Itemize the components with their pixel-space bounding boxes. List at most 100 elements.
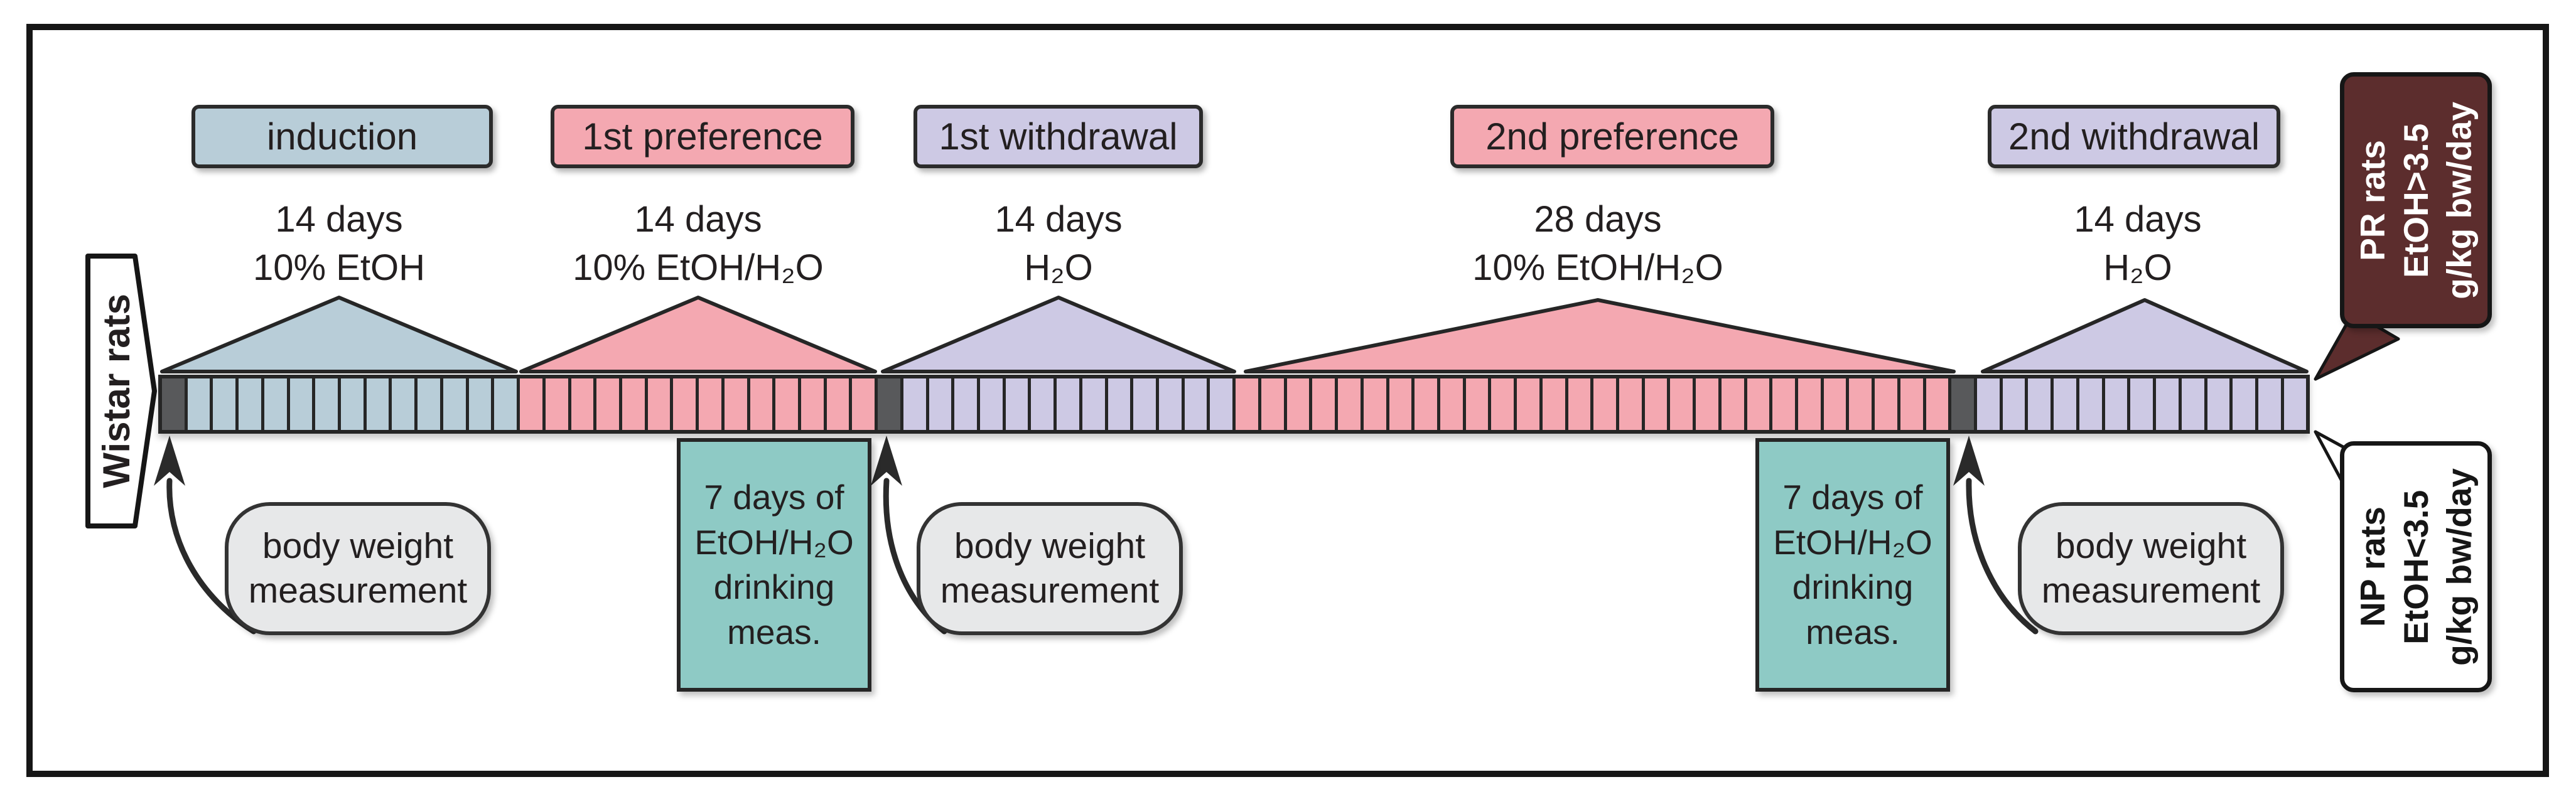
timeline-day-cell-induction — [312, 378, 338, 430]
phase-duration-second-preference: 28 days 10% EtOH/H₂O — [1472, 199, 1723, 288]
timeline-day-cell-second-withdrawal — [2280, 378, 2307, 430]
timeline-day-cell-second-withdrawal — [2204, 378, 2230, 430]
phase-label: 1st preference — [582, 115, 823, 158]
timeline-day-cell-second-preference — [1718, 378, 1744, 430]
timeline-day-cell-second-preference — [1615, 378, 1642, 430]
timeline-day-cell-second-preference — [1872, 378, 1897, 430]
timeline-day-cell-second-withdrawal — [1974, 378, 2000, 430]
timeline-day-cell-induction — [286, 378, 313, 430]
timeline-day-cell-second-withdrawal — [2127, 378, 2153, 430]
timeline-day-cell-second-withdrawal — [2101, 378, 2128, 430]
timeline-day-cell-second-preference — [1769, 378, 1795, 430]
phase-box-induction: induction — [191, 105, 493, 168]
phase-label: induction — [266, 115, 418, 158]
timeline-day-cell-second-preference — [1590, 378, 1616, 430]
phase-box-first-withdrawal: 1st withdrawal — [913, 105, 1203, 168]
np-rats-box: NP rats EtOH<3.5 g/kg bw/day — [2340, 441, 2492, 692]
timeline-day-cell-second-preference — [1897, 378, 1923, 430]
timeline-day-cell-second-preference — [1743, 378, 1770, 430]
body-weight-bubble-3: body weight measurement — [2018, 502, 2284, 635]
timeline-day-cell-second-preference — [1335, 378, 1361, 430]
timeline-day-cell-second-preference — [1539, 378, 1565, 430]
timeline-day-cell-second-preference — [1232, 378, 1258, 430]
pr-rats-label: PR rats EtOH>3.5 g/kg bw/day — [2352, 101, 2479, 299]
timeline-day-cell-first-withdrawal — [1156, 378, 1182, 430]
phase-box-first-preference: 1st preference — [551, 105, 854, 168]
timeline-day-cell-second-preference — [1514, 378, 1539, 430]
timeline-day-cell-first-preference — [670, 378, 696, 430]
timeline-day-cell-induction — [338, 378, 364, 430]
timeline-day-cell-second-withdrawal — [2025, 378, 2051, 430]
timeline-day-cell-second-preference — [1386, 378, 1412, 430]
phase-label: 2nd withdrawal — [2008, 115, 2260, 158]
timeline-day-cell-induction — [363, 378, 389, 430]
timeline-day-cell-second-preference — [1922, 378, 1949, 430]
phase-duration-first-withdrawal: 14 days H₂O — [994, 199, 1123, 288]
timeline-day-cell-first-preference — [772, 378, 798, 430]
phase-duration-second-withdrawal: 14 days H₂O — [2074, 199, 2202, 288]
timeline-day-cell-measurement-day — [1948, 378, 1975, 430]
timeline-day-cell-first-preference — [568, 378, 594, 430]
drinking-measurement-box-2: 7 days of EtOH/H₂O drinking meas. — [1755, 438, 1950, 692]
timeline-day-cell-second-withdrawal — [2051, 378, 2076, 430]
phase-duration-first-preference: 14 days 10% EtOH/H₂O — [573, 199, 824, 288]
subject-label-text: Wistar rats — [95, 294, 137, 488]
timeline-day-cell-first-preference — [823, 378, 849, 430]
subject-label: Wistar rats — [79, 255, 153, 527]
timeline-day-cell-second-preference — [1283, 378, 1310, 430]
timeline-day-cell-second-withdrawal — [2229, 378, 2255, 430]
phase-duration-induction: 14 days 10% EtOH — [253, 199, 425, 288]
timeline-day-cell-induction — [210, 378, 236, 430]
timeline-day-cell-second-preference — [1462, 378, 1489, 430]
drinking-measurement-box-1: 7 days of EtOH/H₂O drinking meas. — [677, 438, 871, 692]
timeline-day-cell-second-preference — [1820, 378, 1846, 430]
timeline-day-cell-first-withdrawal — [951, 378, 977, 430]
phase-label: 2nd preference — [1485, 115, 1739, 158]
timeline-day-cell-induction — [261, 378, 287, 430]
timeline-day-cell-second-preference — [1693, 378, 1718, 430]
timeline-day-cell-first-withdrawal — [1054, 378, 1079, 430]
timeline-day-cell-second-preference — [1258, 378, 1284, 430]
timeline-day-cell-second-preference — [1411, 378, 1437, 430]
timeline-day-cell-induction — [414, 378, 440, 430]
timeline-day-cell-second-withdrawal — [2153, 378, 2179, 430]
timeline-day-cell-first-preference — [721, 378, 747, 430]
timeline-day-cell-first-withdrawal — [1181, 378, 1207, 430]
timeline-day-cell-measurement-day — [875, 378, 900, 430]
timeline-day-cell-second-withdrawal — [1999, 378, 2025, 430]
timeline-day-cell-first-withdrawal — [1079, 378, 1105, 430]
timeline-day-cell-first-withdrawal — [1028, 378, 1054, 430]
timeline-day-cell-induction — [491, 378, 517, 430]
timeline-day-cell-measurement-day — [162, 378, 185, 430]
timeline-day-cell-induction — [389, 378, 415, 430]
body-weight-bubble-2: body weight measurement — [917, 502, 1183, 635]
timeline-day-cell-first-withdrawal — [1207, 378, 1233, 430]
timeline-day-cell-second-preference — [1795, 378, 1821, 430]
timeline-day-cell-induction — [465, 378, 492, 430]
timeline-day-cell-first-preference — [517, 378, 542, 430]
phase-box-second-preference: 2nd preference — [1450, 105, 1774, 168]
timeline-day-cell-second-preference — [1360, 378, 1386, 430]
timeline-day-cell-second-preference — [1641, 378, 1668, 430]
timeline-day-cell-first-withdrawal — [977, 378, 1003, 430]
timeline-bar — [158, 375, 2310, 434]
timeline-day-cell-second-preference — [1667, 378, 1693, 430]
timeline-day-cell-second-preference — [1488, 378, 1514, 430]
timeline-day-cell-first-withdrawal — [900, 378, 926, 430]
timeline-day-cell-second-withdrawal — [2255, 378, 2281, 430]
pr-rats-box: PR rats EtOH>3.5 g/kg bw/day — [2340, 72, 2492, 328]
timeline-day-cell-second-preference — [1846, 378, 1872, 430]
timeline-day-cell-first-preference — [542, 378, 568, 430]
timeline-day-cell-first-withdrawal — [1002, 378, 1028, 430]
timeline-day-cell-first-preference — [618, 378, 645, 430]
timeline-day-cell-first-preference — [696, 378, 721, 430]
np-rats-label: NP rats EtOH<3.5 g/kg bw/day — [2352, 468, 2479, 666]
timeline-day-cell-first-withdrawal — [1130, 378, 1156, 430]
timeline-day-cell-first-preference — [746, 378, 773, 430]
phase-label: 1st withdrawal — [939, 115, 1178, 158]
timeline-day-cell-second-preference — [1309, 378, 1335, 430]
timeline-day-cell-second-withdrawal — [2076, 378, 2102, 430]
timeline-day-cell-induction — [235, 378, 261, 430]
timeline-day-cell-induction — [439, 378, 466, 430]
